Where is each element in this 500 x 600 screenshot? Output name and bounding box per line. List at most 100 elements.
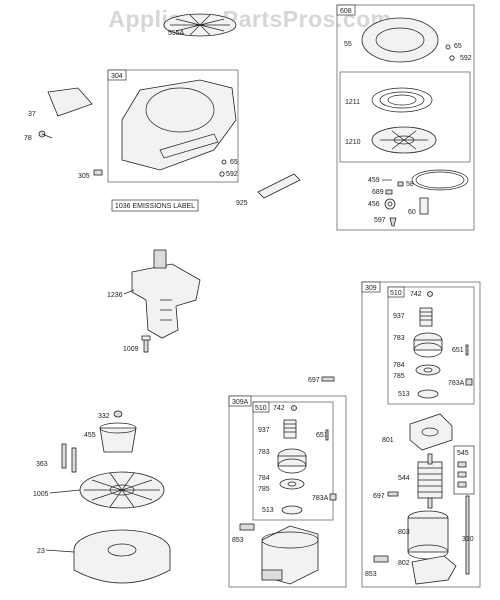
part-label-742-a[interactable]: 742 [273,405,285,412]
rotating-screen-part[interactable] [163,13,237,37]
part-label-459[interactable]: 459 [368,177,380,184]
part-label-802[interactable]: 802 [398,560,410,567]
part-label-455[interactable]: 455 [84,432,96,439]
blower-housing-part[interactable] [121,79,237,171]
pin-651-a-part[interactable] [325,429,329,441]
part-label-785-b[interactable]: 785 [393,373,405,380]
screw-853-a-part[interactable] [239,523,255,531]
clutch-784-b-part[interactable] [415,364,441,376]
screw-697-b-part[interactable] [387,491,399,497]
part-label-925[interactable]: 925 [236,200,248,207]
part-label-55[interactable]: 55 [344,41,352,48]
group-tag-545[interactable]: 545 [457,450,469,457]
part-label-801[interactable]: 801 [382,437,394,444]
part-label-305[interactable]: 305 [78,173,90,180]
armature-544-part[interactable] [417,453,443,509]
starter-rope-part[interactable] [411,169,469,191]
deflector-part[interactable] [47,87,93,117]
screw-697-a-part[interactable] [321,376,335,382]
gear-783-a-part[interactable] [277,448,307,474]
part-label-37[interactable]: 37 [28,111,36,118]
nut-332-part[interactable] [113,410,123,418]
group-tag-510-b[interactable]: 510 [390,290,402,297]
part-783A-a-part[interactable] [329,493,337,501]
brush-kit-545-part[interactable] [457,461,467,488]
pulley-part[interactable] [371,126,437,154]
part-label-785-a[interactable]: 785 [258,486,270,493]
part-label-697-a[interactable]: 697 [308,377,320,384]
part-label-783-b[interactable]: 783 [393,335,405,342]
part-label-513-b[interactable]: 513 [398,391,410,398]
nut-742-a-part[interactable] [291,405,297,411]
part-label-65-b[interactable]: 65 [454,43,462,50]
group-tag-608[interactable]: 608 [340,8,352,15]
part-label-1210[interactable]: 1210 [345,139,361,146]
screw-597-part[interactable] [389,217,397,227]
starter-housing-part[interactable] [361,17,439,63]
group-tag-510-a[interactable]: 510 [255,405,267,412]
part-label-697-b[interactable]: 697 [373,493,385,500]
screw-1009-part[interactable] [141,335,151,353]
part-label-65-a[interactable]: 65 [230,159,238,166]
screen-clip-363-part[interactable] [61,443,77,473]
flywheel-23-part[interactable] [73,529,171,584]
part-label-60[interactable]: 60 [408,209,416,216]
part-label-544[interactable]: 544 [398,475,410,482]
part-label-592-a[interactable]: 592 [226,171,238,178]
handle-60-part[interactable] [419,197,429,215]
clutch-784-a-part[interactable] [279,478,305,490]
recoil-spring-part[interactable] [371,87,433,113]
part-label-784-a[interactable]: 784 [258,475,270,482]
end-plate-802-part[interactable] [411,555,457,585]
washer-592-b-part[interactable] [449,55,455,61]
part-label-1009[interactable]: 1009 [123,346,139,353]
part-label-937-a[interactable]: 937 [258,427,270,434]
part-label-310[interactable]: 310 [462,536,474,543]
part-label-555a[interactable]: 555A [168,30,185,37]
screw-78-part[interactable] [38,130,53,139]
screw-65-b-part[interactable] [445,44,451,50]
part-label-597[interactable]: 597 [374,217,386,224]
group-tag-309a[interactable]: 309A [232,399,249,406]
end-cap-801-part[interactable] [409,413,453,451]
part-label-803[interactable]: 803 [398,529,410,536]
part-label-1236[interactable]: 1236 [107,292,123,299]
part-label-742-b[interactable]: 742 [410,291,422,298]
fan-1005-part[interactable] [79,471,165,509]
part-label-784-b[interactable]: 784 [393,362,405,369]
retainer-513-b-part[interactable] [417,389,439,399]
part-label-651-a[interactable]: 651 [316,432,328,439]
starter-motor-309a-body[interactable] [261,525,319,585]
part-label-592-b[interactable]: 592 [460,55,472,62]
part-label-783-a[interactable]: 783 [258,449,270,456]
part-label-783A-a[interactable]: 783A [312,495,329,502]
part-783A-b-part[interactable] [465,378,473,386]
emissions-label-text[interactable]: 1036 EMISSIONS LABEL [115,203,195,210]
retainer-456-part[interactable] [384,198,396,210]
cup-455-part[interactable] [99,422,137,453]
ignition-armature-part[interactable] [131,249,201,339]
group-tag-309[interactable]: 309 [365,285,377,292]
part-label-937-b[interactable]: 937 [393,313,405,320]
washer-592-a-part[interactable] [219,171,225,177]
gear-783-b-part[interactable] [413,332,443,358]
spring-937-b-part[interactable] [419,307,433,327]
part-label-332[interactable]: 332 [98,413,110,420]
bolt-310-part[interactable] [465,495,470,575]
retainer-513-a-part[interactable] [281,505,303,515]
screw-305-part[interactable] [93,169,103,176]
part-label-1005[interactable]: 1005 [33,491,49,498]
screw-65-a-part[interactable] [221,159,227,165]
part-label-783A-b[interactable]: 783A [448,380,465,387]
part-58-part[interactable] [397,181,404,187]
part-label-853-b[interactable]: 853 [365,571,377,578]
part-label-853-a[interactable]: 853 [232,537,244,544]
part-label-689[interactable]: 689 [372,189,384,196]
screw-853-b-part[interactable] [373,555,389,563]
part-label-58[interactable]: 58 [406,181,414,188]
guard-925-part[interactable] [257,173,301,199]
part-label-78[interactable]: 78 [24,135,32,142]
housing-803-part[interactable] [407,510,449,560]
part-label-456[interactable]: 456 [368,201,380,208]
pawl-689-part[interactable] [385,189,393,195]
